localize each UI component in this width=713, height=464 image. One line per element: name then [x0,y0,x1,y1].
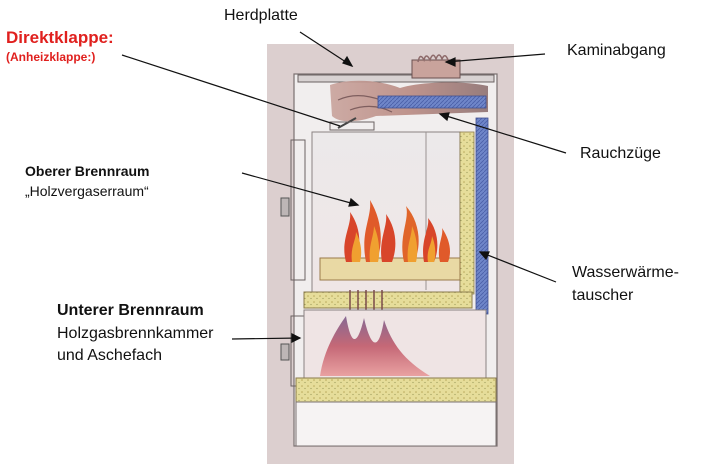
label-holzvergaserraum: „Holzvergaserraum“ [25,183,149,199]
label-oberer-brennraum: Oberer Brennraum [25,163,150,179]
lower-door-handle [280,343,290,361]
grate-slab [303,291,473,309]
lower-flames [320,316,430,376]
label-unterer-brennraum: Unterer Brennraum [57,302,204,319]
stove-plinth [295,401,497,447]
label-holzgasbrennkammer: Holzgasbrennkammer [57,325,214,342]
label-herdplatte: Herdplatte [224,7,298,24]
label-anheizklappe: (Anheizklappe:) [6,50,96,64]
upper-door-handle [280,197,290,217]
label-kaminabgang: Kaminabgang [567,42,666,59]
label-direktklappe: Direktklappe: [6,28,114,47]
insulation-right [459,131,475,295]
leader-lines [121,31,567,343]
heat-exchanger-top [377,95,487,109]
cooktop-plate [297,74,495,83]
upper-flames [344,200,450,262]
base-insulation [295,377,497,403]
heat-exchanger-right [475,117,489,315]
label-aschefach: und Aschefach [57,347,162,364]
label-rauchzuege: Rauchzüge [580,145,661,162]
direct-damper [337,117,357,129]
label-wasserwaerme-1: Wasserwärme- [572,264,679,281]
upper-door-edge [290,139,306,281]
chimney-smoke [417,54,449,63]
label-wasserwaerme-2: tauscher [572,287,634,304]
